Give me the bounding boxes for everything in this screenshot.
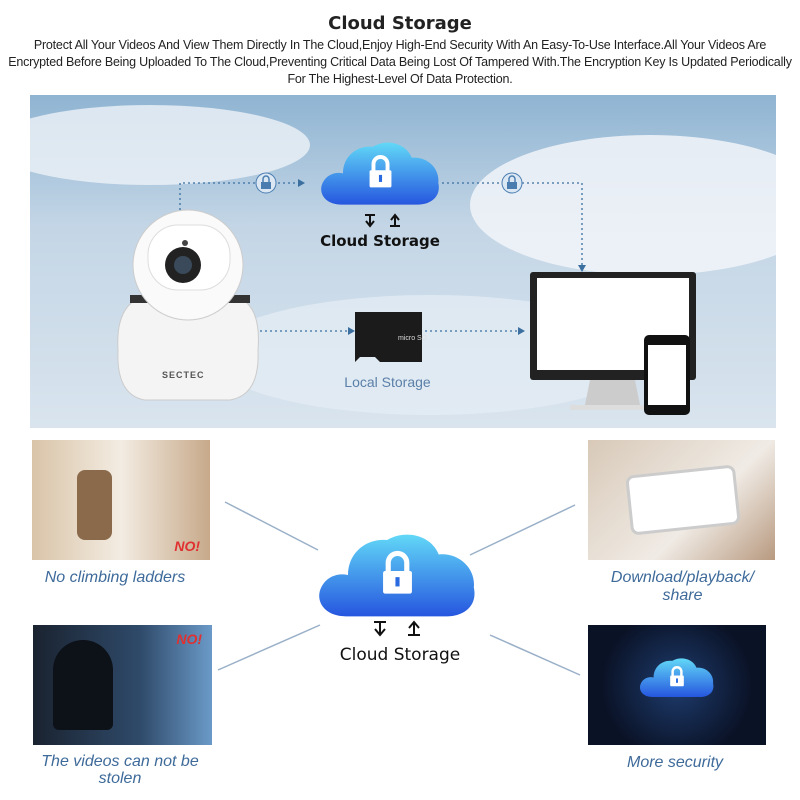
svg-text:micro SD: micro SD [398, 335, 427, 342]
monitor-icon [530, 272, 696, 410]
caption-no-ladders: No climbing ladders [44, 569, 186, 586]
no-badge: NO! [176, 631, 202, 647]
thief-photo: NO! [33, 625, 212, 745]
center-cloud-lock-icon [319, 535, 474, 617]
upload-download-icon [374, 620, 420, 637]
camera-image [117, 209, 259, 401]
upload-download-icon [365, 213, 400, 228]
cloud-lock-icon [638, 657, 715, 699]
ladder-photo: NO! [32, 440, 210, 560]
cloud-storage-label: Cloud Storage [320, 232, 440, 250]
connector-lines [217, 501, 581, 676]
lock-badge-icon [501, 172, 523, 194]
caption-not-stolen: The videos can not be stolen [41, 753, 199, 787]
page-title: Cloud Storage [328, 13, 472, 34]
camera-brand: SECTEC [162, 370, 205, 380]
cloud-lock-icon [319, 140, 441, 207]
security-photo [588, 625, 766, 745]
phone-playback-photo [588, 440, 775, 560]
sd-card-icon: micro SD [355, 312, 427, 362]
phone-icon [644, 335, 690, 415]
caption-download-playback: Download/playback/ share [610, 569, 755, 604]
description-text: Protect All Your Videos And View Them Di… [8, 38, 792, 86]
caption-more-security: More security [626, 754, 724, 771]
hero-diagram: SECTEC micro SD Cloud Storage Local Stor… [30, 95, 776, 428]
no-badge: NO! [174, 538, 200, 554]
lock-badge-icon [255, 172, 277, 194]
center-cloud-storage-label: Cloud Storage [339, 645, 461, 665]
hero-illustration: SECTEC micro SD [30, 105, 776, 415]
local-storage-label: Local Storage [344, 374, 431, 390]
